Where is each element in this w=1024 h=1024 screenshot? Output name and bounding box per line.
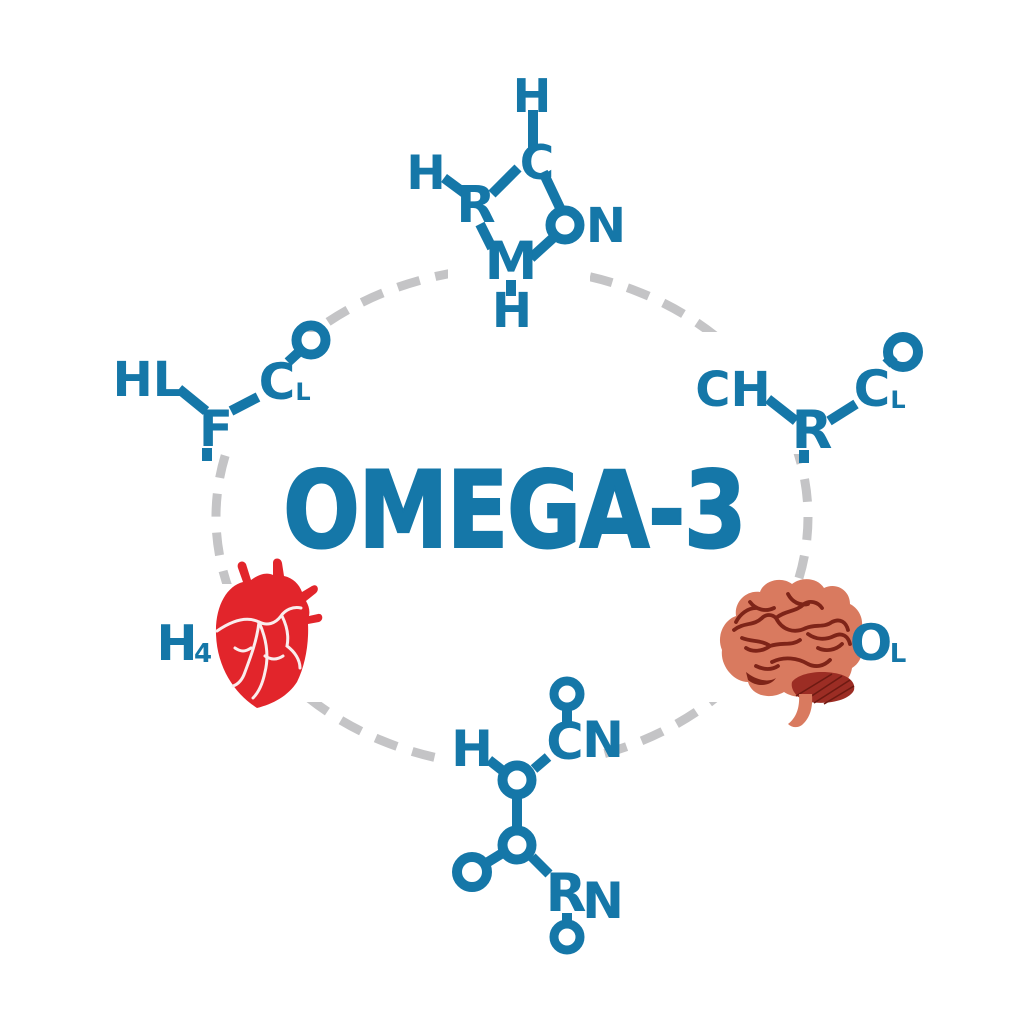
oxygen-ring [545, 205, 585, 245]
heart-label-sub: 4 [194, 639, 212, 669]
atom-c: C [546, 713, 583, 772]
oxygen-ring [291, 320, 331, 360]
atom-hl: HL [113, 352, 184, 408]
atom-h: H [451, 720, 493, 778]
brain-fold [806, 632, 852, 646]
brain-fold [816, 642, 844, 652]
brain-label-main: O [850, 614, 893, 672]
bond [538, 169, 566, 213]
brain-fold [732, 613, 778, 632]
brain-label: O L [850, 614, 907, 672]
bond [175, 385, 210, 415]
atom-r: R [792, 400, 833, 461]
atom-h: H [513, 69, 552, 123]
atom-h: H [406, 146, 445, 201]
heart-vein [233, 646, 285, 661]
brain-fold [774, 600, 824, 620]
atom-sub-l: L [295, 378, 310, 406]
atom-n: N [586, 198, 626, 254]
bond [475, 221, 497, 251]
bond [488, 164, 522, 198]
atom-n: N [582, 711, 624, 769]
bond [530, 753, 552, 773]
oxygen-ring [549, 919, 585, 955]
atom-h: H [492, 283, 532, 339]
atom-sub-l: L [890, 386, 905, 414]
bond [485, 849, 504, 867]
molecule-top: H C H R N M H [406, 69, 626, 339]
heart-icon [215, 558, 323, 708]
atom-c: C [259, 353, 296, 411]
brain-fold [768, 638, 802, 648]
heart-vein [231, 620, 261, 688]
bond [826, 399, 859, 426]
brain-fold [754, 664, 780, 671]
atom-r: R [456, 176, 495, 235]
bond [527, 234, 557, 262]
oxygen-ring [497, 760, 537, 800]
main-title: OMEGA-3 [283, 449, 745, 572]
brain-shadow [746, 672, 776, 686]
heart-label-main: H [156, 615, 197, 672]
atom-c: C [854, 360, 891, 418]
atom-m: M [485, 231, 538, 292]
bond [764, 395, 800, 425]
oxygen-ring [549, 676, 585, 712]
atom-ch: CH [695, 362, 770, 418]
atom-n: N [582, 872, 624, 930]
heart-vein [280, 614, 302, 670]
molecule-left: HL F C L [113, 320, 331, 461]
bond [228, 392, 261, 416]
heart-label: H 4 [156, 615, 212, 672]
oxygen-ring [497, 825, 537, 865]
oxygen-ring [452, 852, 492, 892]
bond [441, 173, 470, 200]
heart-vein [251, 620, 269, 700]
atom-r: R [546, 863, 587, 924]
brain-fold [770, 656, 832, 668]
dashed-circle [211, 263, 813, 771]
bond [485, 756, 507, 775]
bond [528, 853, 553, 878]
oxygen-ring [883, 332, 923, 372]
brain-label-sub: L [890, 639, 907, 669]
brain-stem [788, 694, 813, 728]
molecule-right: CH R C L [695, 332, 923, 463]
brain-fold [774, 616, 850, 633]
atom-c: C [520, 136, 555, 191]
heart-shape [215, 558, 323, 708]
molecule-bottom: C N H R N [451, 676, 624, 955]
heart-vein [215, 606, 303, 633]
brain-icon [719, 579, 863, 728]
cerebellum-hatch [795, 673, 855, 705]
atom-f: F [199, 400, 233, 458]
brain-fold [748, 600, 776, 612]
